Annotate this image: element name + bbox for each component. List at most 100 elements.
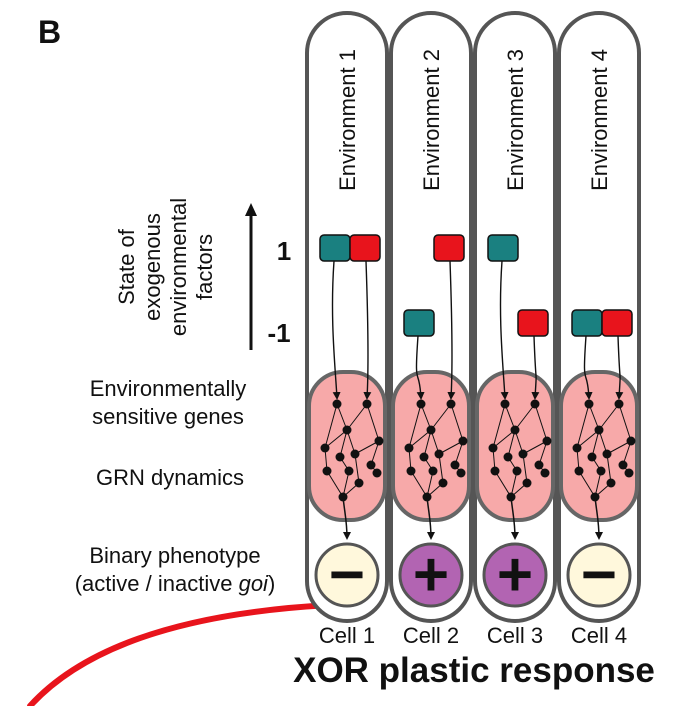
gene-node: [344, 466, 354, 476]
gene-node: [584, 399, 594, 409]
title: XOR plastic response: [293, 651, 655, 690]
cell-label: Cell 2: [403, 623, 459, 648]
grn-edge: [576, 429, 600, 449]
teal-input-edge: [583, 335, 593, 400]
gene-node: [488, 443, 498, 453]
minus-symbol: −: [581, 541, 617, 610]
teal-factor: [319, 234, 351, 262]
gene-node: [624, 468, 634, 478]
y-axis-label-line-4: factors: [192, 234, 217, 300]
gene-node: [322, 466, 332, 476]
gene-node: [419, 452, 429, 462]
grn-edge: [606, 440, 632, 455]
gene-node: [416, 399, 426, 409]
grn-region: [559, 370, 639, 522]
grn-edge: [578, 470, 596, 498]
grn-edge: [618, 403, 632, 442]
active-phenotype: [482, 542, 548, 608]
gene-node: [500, 399, 510, 409]
gene-node: [426, 425, 436, 435]
gene-node: [342, 425, 352, 435]
gene-node: [512, 466, 522, 476]
teal-factor: [403, 309, 435, 337]
cell-label: Cell 3: [487, 623, 543, 648]
grn-edge: [430, 403, 452, 431]
output-edge: [426, 496, 435, 540]
environment-label: Environment 3: [503, 49, 528, 191]
gene-node: [534, 460, 544, 470]
gene-node: [606, 478, 616, 488]
grn-edge: [494, 470, 512, 498]
cell-column-3: Environment 3 + Cell 3: [473, 11, 557, 648]
gene-node: [522, 478, 532, 488]
gene-node: [587, 452, 597, 462]
gene-node: [434, 449, 444, 459]
output-edge: [342, 496, 351, 540]
red-input-edge: [531, 335, 540, 400]
gene-node: [490, 466, 500, 476]
y-axis-label-line-2: exogenous: [140, 213, 165, 321]
grn-edge: [326, 470, 344, 498]
gene-node: [530, 399, 540, 409]
gene-node: [540, 468, 550, 478]
sensitive-genes-label-line-1: Environmentally: [90, 376, 247, 401]
gene-node: [320, 443, 330, 453]
grn-edge: [410, 470, 428, 498]
teal-input-edge: [499, 260, 509, 400]
grn-edge: [514, 403, 536, 431]
grn-edge: [420, 403, 432, 431]
grn-edge: [408, 429, 432, 449]
gene-node: [428, 466, 438, 476]
grn-edge: [366, 403, 380, 442]
gene-node: [362, 399, 372, 409]
gene-node: [572, 443, 582, 453]
gene-node: [406, 466, 416, 476]
phenotype-label-prefix: (active / inactive: [75, 571, 239, 596]
grn-edge: [606, 453, 612, 484]
grn-edge: [591, 429, 600, 458]
panel-label: B: [38, 14, 61, 50]
gene-node: [374, 436, 384, 446]
minus-symbol: −: [329, 541, 365, 610]
grn-edge: [507, 429, 516, 458]
gene-node: [503, 452, 513, 462]
teal-input-edge: [415, 335, 425, 400]
gene-node: [354, 478, 364, 488]
teal-factor: [487, 234, 519, 262]
grn-dynamics-label: GRN dynamics: [96, 465, 244, 490]
grn-region: [307, 370, 387, 522]
red-input-edge: [615, 335, 624, 400]
gene-node: [372, 468, 382, 478]
grn-region: [391, 370, 471, 522]
cell-label: Cell 4: [571, 623, 627, 648]
teal-factor: [571, 309, 603, 337]
grn-edge: [438, 453, 444, 484]
grn-edge: [408, 403, 422, 449]
gene-node: [614, 399, 624, 409]
gene-node: [335, 452, 345, 462]
cell-column-4: Environment 4−Cell 4: [557, 11, 641, 648]
y-axis-label-line-1: State of: [114, 228, 139, 305]
sensitive-genes-label-line-2: sensitive genes: [92, 404, 244, 429]
grn-edge: [324, 429, 348, 449]
inactive-phenotype: [566, 542, 632, 608]
gene-node: [602, 449, 612, 459]
y-axis-label-line-3: environmental: [166, 198, 191, 336]
red-curve: [27, 602, 333, 706]
grn-edge: [522, 440, 548, 455]
grn-edge: [336, 403, 348, 431]
gene-node: [404, 443, 414, 453]
grn-edge: [423, 429, 432, 458]
red-factor: [601, 309, 633, 337]
gene-node: [510, 425, 520, 435]
output-edge: [594, 496, 603, 540]
tick-low: -1: [267, 318, 290, 348]
plus-symbol: +: [497, 541, 533, 610]
grn-edge: [576, 403, 590, 449]
tick-high: 1: [277, 236, 291, 266]
phenotype-label-line-2: (active / inactive goi): [75, 571, 276, 596]
gene-node: [594, 425, 604, 435]
phenotype-label-suffix: ): [268, 571, 275, 596]
